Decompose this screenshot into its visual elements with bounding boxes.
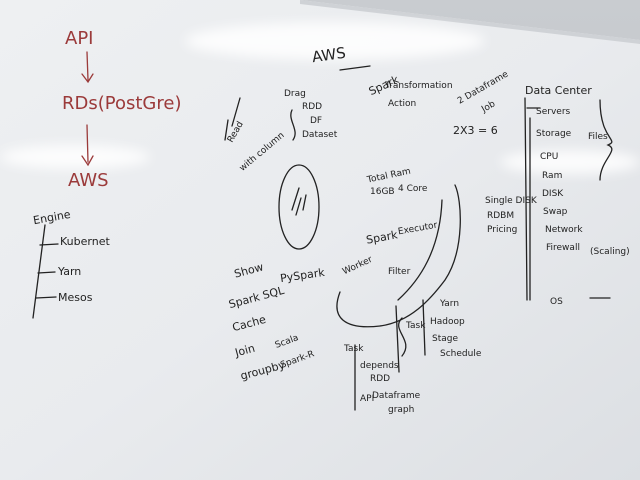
data-center-item: Files [588, 132, 608, 142]
data-center-title: Data Center [525, 84, 592, 97]
spark-top-item: Action [388, 99, 417, 109]
bottom-item: Task [406, 321, 426, 331]
spark-top-item: Transformation [385, 81, 453, 91]
data-center-item: Firewall [546, 243, 580, 253]
data-center-item: Storage [536, 129, 572, 139]
data-center-item: Swap [543, 207, 568, 217]
data-center-item: Servers [536, 107, 571, 117]
bottom-item: API [360, 394, 375, 404]
flow-aws: AWS [68, 170, 109, 191]
spark-exec-item: Single DISK [485, 196, 537, 206]
spark-exec-item: Filter [388, 267, 411, 277]
bottom-item: depends [360, 361, 399, 371]
engine-item: Mesos [58, 291, 93, 304]
center-top-item: Drag [284, 89, 306, 99]
engine-item: Kubernet [60, 235, 110, 248]
center-top-item: Dataset [302, 130, 338, 140]
spark-exec-item: Pricing [487, 225, 518, 235]
glare-right [500, 150, 640, 174]
data-center-item: CPU [540, 152, 559, 162]
data-center-item: Network [545, 225, 583, 235]
engine-item: Yarn [58, 265, 82, 278]
total-item: 16GB [370, 187, 395, 197]
bottom-item: Schedule [440, 349, 482, 359]
bottom-item: Stage [432, 334, 459, 344]
bottom-item: graph [388, 405, 415, 415]
center-top-item: RDD [302, 102, 323, 112]
glare-left [0, 145, 150, 169]
data-center-item: (Scaling) [590, 247, 630, 257]
bottom-item: RDD [370, 374, 391, 384]
center-top-item: DF [310, 116, 323, 126]
bottom-item: Task [344, 344, 364, 354]
data-center-item: OS [550, 297, 563, 307]
bottom-item: Dataframe [372, 391, 421, 401]
flow-api: API [65, 28, 94, 49]
math-note: 2X3 = 6 [453, 124, 498, 137]
data-center-item: DISK [542, 189, 564, 199]
bottom-item: Yarn [440, 299, 460, 309]
flow-rds: RDs(PostGre) [62, 93, 182, 114]
glare-top [185, 22, 485, 60]
spark-exec-item: RDBM [487, 211, 515, 221]
data-center-item: Ram [542, 171, 563, 181]
total-item: 4 Core [398, 184, 428, 194]
bottom-item: Hadoop [430, 317, 465, 327]
